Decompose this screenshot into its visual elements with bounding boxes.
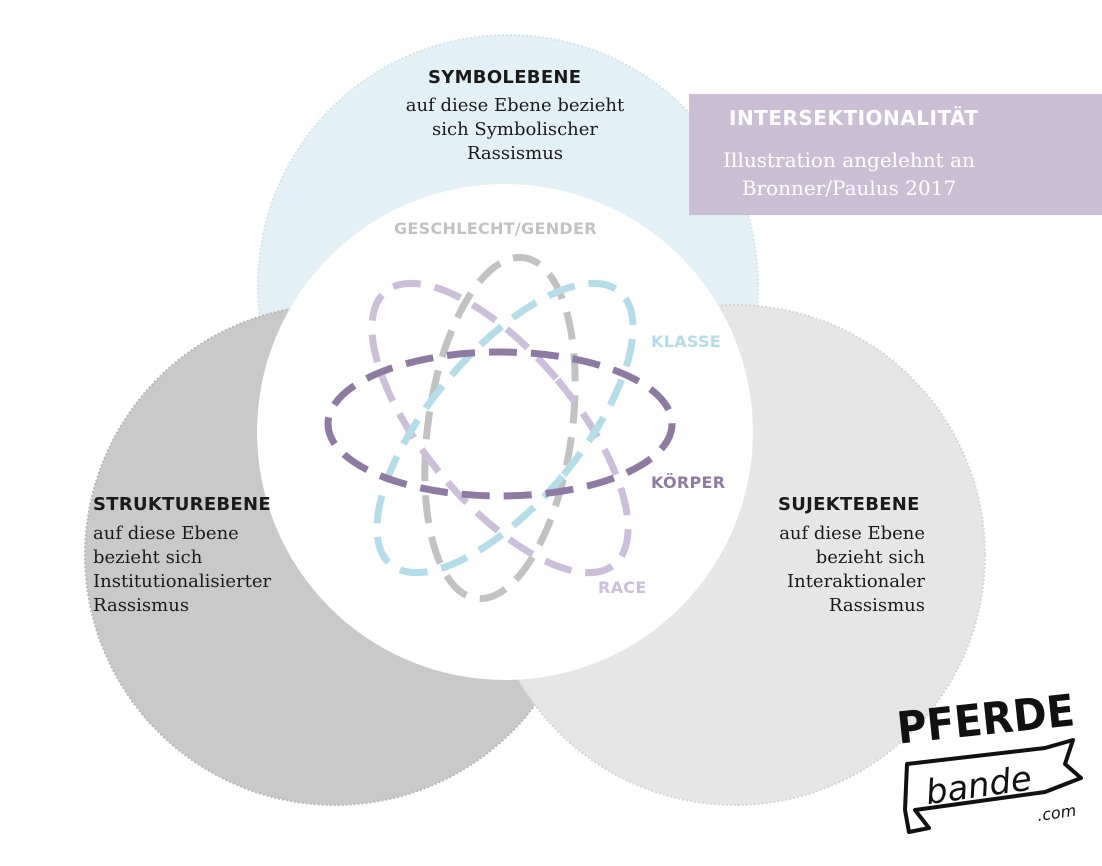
logo-bottom-text: .com <box>1036 801 1078 825</box>
diagram-title: INTERSEKTIONALITÄT <box>729 106 979 130</box>
class-ellipse <box>373 279 637 577</box>
subject-desc-line: Rassismus <box>828 595 925 616</box>
structure-level-description: auf diese Ebene bezieht sich Institution… <box>93 522 333 618</box>
race-label: RACE <box>598 578 647 597</box>
pferdebande-logo: PFERDE bande .com <box>895 685 1083 834</box>
symbol-desc-line: sich Symbolischer <box>432 119 598 140</box>
symbol-desc-line: Rassismus <box>466 143 564 164</box>
symbol-level-title: SYMBOLEBENE <box>428 67 582 88</box>
symbol-level-description: auf diese Ebene bezieht sich Symbolische… <box>380 94 650 166</box>
structure-level-title: STRUKTUREBENE <box>93 494 271 515</box>
title-box: INTERSEKTIONALITÄT Illustration angelehn… <box>689 94 1102 215</box>
subject-desc-line: bezieht sich <box>815 547 925 568</box>
subject-level-description: auf diese Ebene bezieht sich Interaktion… <box>735 522 925 618</box>
gender-ellipse <box>421 253 579 603</box>
structure-desc-line: Institutionalisierter <box>93 571 272 592</box>
subject-level-title: SUJEKTEBENE <box>778 494 920 515</box>
subtitle-line: Bronner/Paulus 2017 <box>741 176 957 200</box>
subject-desc-line: Interaktionaler <box>787 571 925 592</box>
symbol-desc-line: auf diese Ebene bezieht <box>405 95 625 116</box>
subject-desc-line: auf diese Ebene <box>779 523 925 544</box>
class-label: KLASSE <box>651 332 722 351</box>
diagram-subtitle: Illustration angelehnt an Bronner/Paulus… <box>689 146 1009 202</box>
body-label: KÖRPER <box>651 473 726 492</box>
structure-desc-line: auf diese Ebene <box>93 523 239 544</box>
logo-top-text: PFERDE <box>895 685 1077 754</box>
body-ellipse <box>324 348 676 500</box>
subtitle-line: Illustration angelehnt an <box>723 148 975 172</box>
structure-desc-line: bezieht sich <box>93 547 203 568</box>
structure-desc-line: Rassismus <box>93 595 190 616</box>
logo-banner <box>903 738 1083 834</box>
gender-label: GESCHLECHT/GENDER <box>394 219 597 238</box>
